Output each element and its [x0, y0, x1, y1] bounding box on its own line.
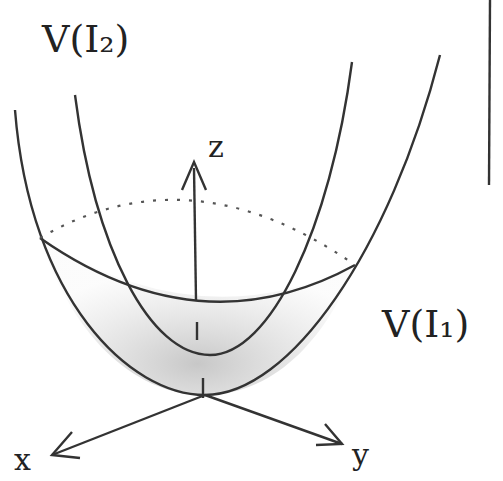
shading — [40, 238, 355, 395]
curve-label: V(I₂) — [42, 20, 129, 58]
outer-paraboloid — [15, 55, 440, 395]
y-axis — [205, 395, 342, 444]
axis-label: x — [14, 445, 31, 475]
z-arrowhead — [182, 162, 206, 190]
level-ellipse-back — [40, 200, 355, 265]
level-ellipse-front — [40, 238, 355, 302]
curve-label: V(I₁) — [382, 305, 469, 343]
axis-label: z — [208, 132, 224, 162]
y-arrowhead — [316, 424, 342, 445]
x-arrowhead — [52, 432, 80, 458]
z-axis — [194, 168, 196, 300]
inner-paraboloid — [75, 62, 352, 355]
margin-line — [489, 0, 490, 185]
x-axis — [52, 395, 205, 455]
axis-label: y — [352, 440, 369, 470]
z-axis-hidden — [196, 322, 198, 340]
